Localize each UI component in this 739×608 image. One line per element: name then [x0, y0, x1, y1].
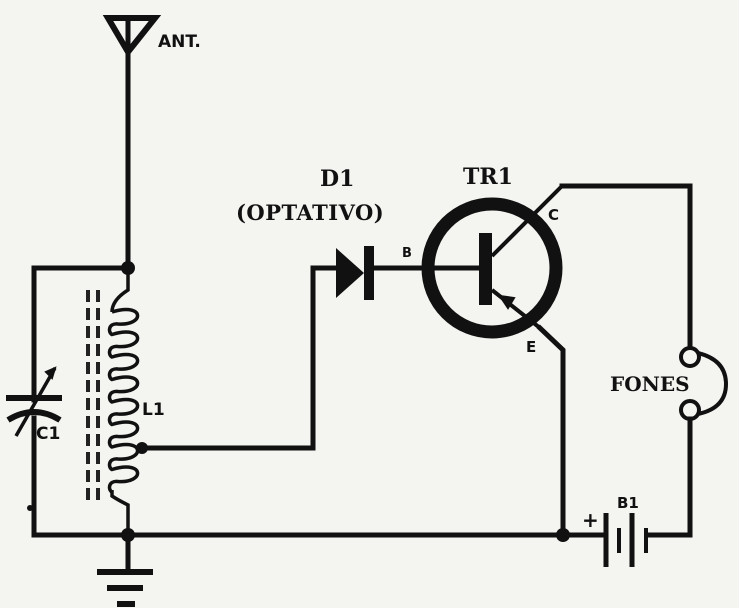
collector-label: C [548, 206, 560, 224]
headphones-symbol [647, 346, 729, 538]
transistor-tr1 [421, 183, 693, 538]
coil-windings [107, 307, 140, 494]
coil-label: L1 [142, 400, 165, 420]
ferrite-core [86, 290, 100, 502]
emitter-arrow [497, 294, 516, 310]
battery-b1 [603, 513, 648, 567]
base-label: B [402, 246, 412, 261]
diode-d1 [310, 246, 433, 451]
headphones-label: FONES [610, 372, 690, 396]
battery-label: B1 [617, 494, 639, 512]
battery-plus-label: + [582, 508, 599, 532]
wire-top-left [31, 265, 131, 403]
antenna-symbol [102, 15, 162, 271]
capacitor-label: C1 [36, 424, 61, 444]
wire-emitter [536, 324, 566, 538]
wire-bottom-left [31, 415, 131, 538]
antenna-label: ANT. [158, 32, 201, 52]
transistor-label: TR1 [463, 164, 513, 190]
diode-label: D1 [320, 166, 355, 192]
diode-note-label: (OPTATIVO) [236, 200, 385, 225]
wire-collector [559, 183, 693, 351]
ground-symbol [97, 532, 153, 607]
tank-circuit [27, 261, 135, 538]
variable-capacitor-c1 [6, 366, 62, 437]
bottom-rail [121, 528, 605, 542]
emitter-label: E [526, 338, 537, 356]
inductor-l1 [107, 268, 316, 535]
